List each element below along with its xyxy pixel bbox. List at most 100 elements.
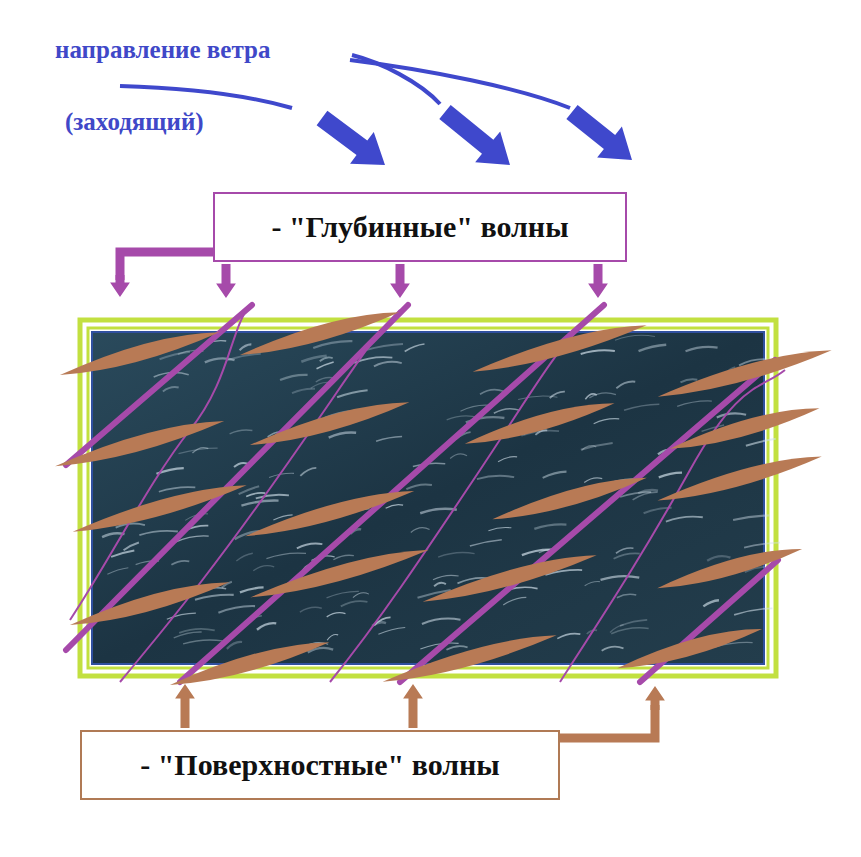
ripple (703, 600, 719, 606)
ripple (470, 540, 502, 546)
ripple (374, 362, 402, 367)
ripple (615, 335, 655, 340)
ripple (477, 476, 514, 479)
surface-wave-lens (490, 471, 649, 525)
ripple (611, 628, 648, 634)
ripple (230, 430, 253, 434)
ripple (677, 401, 712, 407)
ripple (616, 548, 633, 553)
ripple (301, 356, 326, 362)
ripple (159, 487, 195, 492)
surface-wave-lens (667, 402, 821, 455)
ripple (717, 413, 746, 417)
ripple (179, 629, 215, 633)
ripple (107, 568, 128, 575)
ripple (297, 544, 323, 549)
ripple (543, 472, 567, 478)
ripple (659, 473, 682, 478)
box-label: - "Глубинные" волны (271, 210, 568, 244)
ripple (317, 362, 334, 369)
ripple (183, 640, 223, 644)
ripple (405, 344, 425, 352)
ripple (192, 448, 208, 453)
ripple (602, 647, 624, 651)
ripple (376, 436, 402, 441)
ripple (246, 493, 265, 497)
surface-wave-lens (655, 344, 833, 403)
ripple (327, 613, 346, 617)
ripple (292, 389, 315, 394)
ripple (589, 393, 616, 398)
ripple (266, 553, 306, 559)
ripple (666, 517, 703, 522)
wind-curve (350, 60, 570, 108)
ripple (139, 531, 178, 535)
wind-label: направление ветра (55, 36, 270, 64)
surface-wave-lens (615, 622, 764, 674)
surface-wave-lens (248, 395, 412, 450)
ripple (584, 478, 602, 483)
ripple (707, 556, 730, 561)
surface-wave-lens (58, 325, 222, 380)
ripple (300, 468, 316, 476)
surface-wave-lens (243, 484, 417, 542)
ripple (534, 524, 566, 528)
deep-wave-line (400, 360, 775, 682)
ripple (585, 582, 600, 586)
wind-arrow (560, 97, 645, 176)
surface-wave-lens (68, 575, 232, 630)
ripple (327, 635, 338, 641)
surface-wave-lens (462, 397, 616, 450)
wind-arrow (310, 102, 397, 181)
ripple (320, 357, 333, 361)
wind-arrow (432, 97, 522, 181)
pointer-arrow (645, 686, 665, 710)
deep-wave-line (180, 305, 604, 682)
ripple (179, 448, 218, 454)
surface-wave-lens (420, 549, 598, 608)
ripple (746, 439, 776, 446)
ripple (257, 623, 276, 630)
ripple (269, 473, 294, 477)
ripple (111, 551, 134, 557)
ripple (337, 390, 367, 397)
pointer-bracket (560, 705, 655, 738)
pointer-arrow (175, 684, 195, 728)
surface-wave-lens (470, 319, 648, 378)
ripple (333, 555, 353, 559)
ripple (411, 528, 430, 533)
ripple (488, 527, 511, 530)
caption-box: - "Глубинные" волны (213, 192, 627, 262)
ripple (386, 505, 403, 509)
wind-curve (120, 86, 292, 108)
ripple (236, 553, 252, 561)
pointer-arrow (588, 264, 608, 298)
deep-wave-thin (560, 370, 785, 682)
ripple (450, 454, 467, 459)
ripple (581, 443, 613, 450)
ripple (329, 432, 356, 437)
ripple (353, 593, 369, 598)
ripple (434, 583, 446, 587)
ripple (378, 627, 405, 634)
caption-box: - "Поверхностные" волны (80, 730, 560, 800)
ripple (734, 608, 772, 615)
ripple (624, 404, 659, 410)
deep-wave-thin (120, 310, 400, 682)
ripple (406, 484, 432, 489)
ripple (686, 347, 718, 351)
ripple (614, 553, 640, 558)
ripple (639, 345, 667, 351)
ripple (503, 597, 526, 605)
ripple (733, 515, 769, 520)
ripple (240, 587, 264, 592)
pointer-arrow (403, 684, 423, 728)
surface-wave-lenses (53, 305, 834, 690)
ripple (300, 607, 322, 612)
ripple (494, 409, 520, 414)
ripple (438, 553, 474, 558)
surface-wave-lens (238, 305, 402, 360)
surface-wave-lens (655, 542, 804, 594)
ripple (218, 606, 255, 613)
